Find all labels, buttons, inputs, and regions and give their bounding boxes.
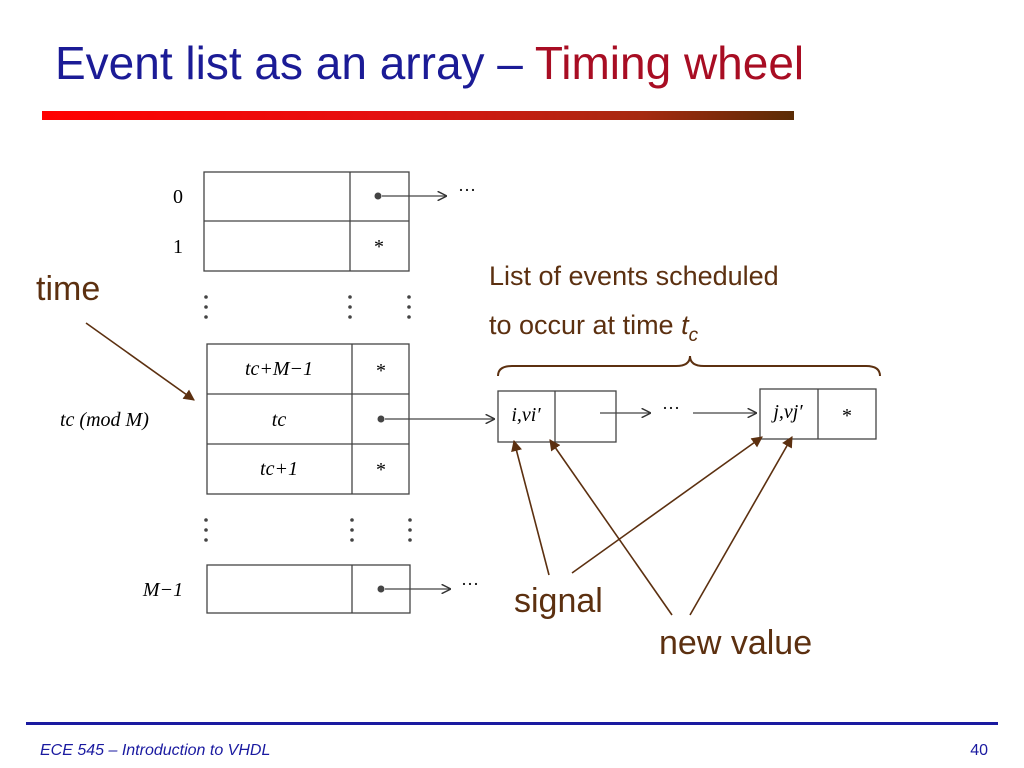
row-label-tc-plus-1: tc+1 — [260, 458, 298, 480]
row-index-1: 1 — [173, 236, 183, 258]
event-node-2-label: j,vj′ — [770, 401, 803, 423]
new-value-arrow-to-vi — [549, 439, 673, 616]
ellipsis-node-chain: ··· — [662, 398, 680, 418]
footer-rule — [26, 722, 998, 725]
new-value-label: new value — [659, 624, 812, 662]
ellipsis-row-last: ··· — [461, 574, 479, 594]
pointer-dot-row-0 — [374, 192, 382, 200]
title-underline-bar — [42, 111, 794, 120]
caption-line-1: List of events scheduled — [489, 261, 779, 291]
row-index-M-minus-1: M−1 — [142, 579, 183, 601]
title-main: Event list as an array – — [55, 37, 523, 89]
event-node-2 — [759, 388, 877, 440]
pointer-dot-row-tc — [377, 415, 385, 423]
time-arrow — [85, 322, 195, 401]
star-row-tc-plus-M-minus-1: * — [376, 360, 386, 382]
star-row-1: * — [374, 236, 384, 258]
vertical-dots-lower — [204, 518, 412, 542]
star-row-tc-plus-1: * — [376, 459, 386, 481]
slide-title: Event list as an array – Timing wheel — [55, 36, 804, 90]
row-label-tc: tc — [272, 409, 287, 431]
page-number: 40 — [970, 742, 988, 759]
row-label-tc-mod-M: tc (mod M) — [60, 409, 149, 431]
signal-label: signal — [514, 582, 603, 620]
vertical-dots-upper — [204, 295, 411, 319]
new-value-arrow-to-vj — [689, 436, 793, 616]
time-label: time — [36, 270, 100, 308]
pointer-dot-row-last — [377, 585, 385, 593]
title-accent: Timing wheel — [534, 37, 805, 89]
signal-arrow-to-j — [571, 436, 763, 574]
event-node-1-label: i,vi′ — [511, 404, 541, 426]
signal-arrow-to-i — [511, 439, 550, 576]
array-top-block — [203, 171, 410, 272]
row-label-tc-plus-M-minus-1: tc+M−1 — [245, 358, 313, 380]
list-brace — [497, 355, 881, 377]
row-index-0: 0 — [173, 186, 183, 208]
ellipsis-row-0: ··· — [458, 180, 476, 200]
caption-line-2: to occur at time tc — [489, 310, 699, 346]
star-node-2: * — [842, 405, 852, 427]
footer-course-label: ECE 545 – Introduction to VHDL — [40, 742, 271, 759]
